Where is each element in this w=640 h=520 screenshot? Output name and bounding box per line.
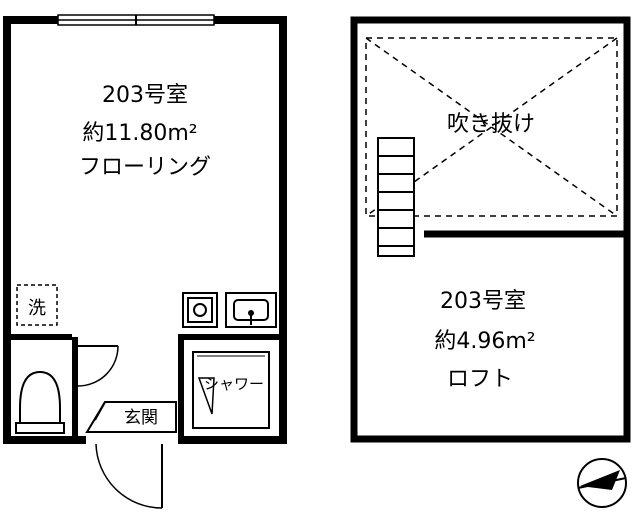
toilet-icon: [15, 370, 65, 434]
shower-room: [192, 351, 270, 429]
stove-icon: [182, 292, 218, 328]
window: [57, 14, 215, 26]
door-swing-icon: [95, 443, 163, 509]
washer-label: 洗: [28, 298, 46, 319]
washer-space: [16, 284, 58, 326]
sink-icon: [225, 292, 277, 328]
shower-label: シャワー: [204, 375, 264, 393]
main-room-floor-type: フローリング: [79, 155, 211, 180]
entrance-label: 玄関: [124, 408, 158, 428]
entrance-step: [85, 401, 177, 433]
compass-icon: [577, 458, 627, 508]
main-room-area: 約11.80m²: [82, 121, 197, 146]
loft-room-area: 約4.96m²: [434, 329, 535, 354]
loft-room-type: ロフト: [447, 367, 513, 392]
main-floor-plan: [3, 14, 287, 509]
loft-floor-plan: [350, 16, 631, 508]
ladder-icon: [377, 137, 415, 257]
toilet-door: [77, 345, 119, 387]
open-ceiling-label: 吹き抜け: [447, 112, 535, 137]
labels: 203号室 約11.80m² フローリング 洗 シャワー 玄関 吹き抜け 203…: [28, 83, 536, 428]
main-room-name: 203号室: [102, 83, 188, 108]
loft-room-name: 203号室: [440, 289, 526, 314]
